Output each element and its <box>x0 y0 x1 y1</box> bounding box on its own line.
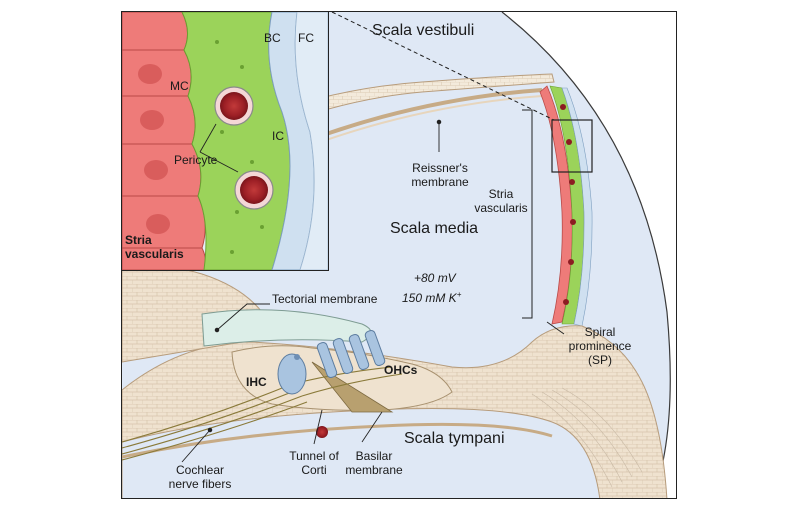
basilar-label-line1: Basilar <box>334 450 414 464</box>
potassium-label: 150 mM K+ <box>402 290 461 306</box>
inset-title-line2: vascularis <box>125 248 184 262</box>
ic-label: IC <box>272 130 284 144</box>
ihc-label: IHC <box>246 376 267 390</box>
potential-label: +80 mV <box>414 272 456 286</box>
spiral-prominence-line2: prominence <box>560 340 640 354</box>
stria-inset: MC BC FC IC Pericyte Stria vascularis <box>122 12 329 271</box>
spiral-prominence-line1: Spiral <box>560 326 640 340</box>
potassium-superscript: + <box>457 290 462 299</box>
fc-label: FC <box>298 32 314 46</box>
scala-tympani-label: Scala tympani <box>404 430 505 448</box>
stria-inset-illustration <box>122 12 328 270</box>
pericyte-label: Pericyte <box>174 154 217 168</box>
ihc-cell <box>278 354 306 394</box>
reissners-label-line1: Reissner's <box>382 162 498 176</box>
cochlear-label-line1: Cochlear <box>152 464 248 478</box>
ohcs-label: OHCs <box>384 364 417 378</box>
stria-label-line1: Stria <box>468 188 534 202</box>
basilar-label-line2: membrane <box>334 464 414 478</box>
stria-label-line2: vascularis <box>468 202 534 216</box>
diagram-frame: MC BC FC IC Pericyte Stria vascularis Sc… <box>121 11 677 499</box>
inset-title-line1: Stria <box>125 234 152 248</box>
bc-label: BC <box>264 32 281 46</box>
tectorial-membrane-label: Tectorial membrane <box>272 293 377 307</box>
cochlear-label-line2: nerve fibers <box>152 478 248 492</box>
mc-label: MC <box>170 80 189 94</box>
scala-vestibuli-label: Scala vestibuli <box>372 22 474 40</box>
spiral-prominence-line3: (SP) <box>560 354 640 368</box>
scala-media-label: Scala media <box>390 220 478 238</box>
potassium-text: 150 mM K <box>402 291 457 305</box>
